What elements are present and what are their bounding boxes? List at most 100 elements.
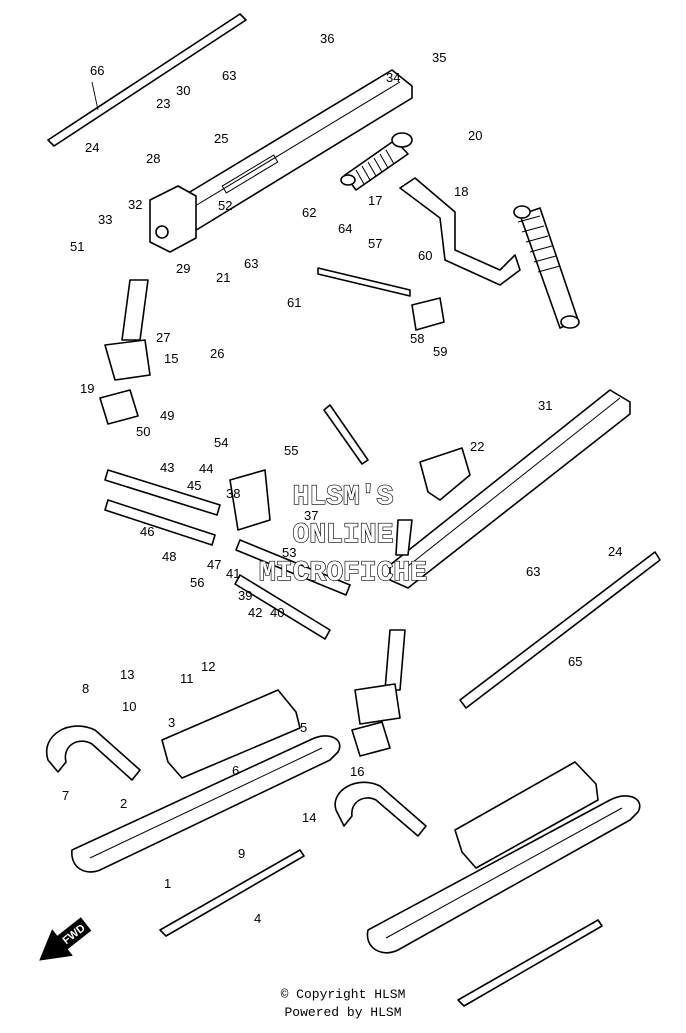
callout-41: 41 xyxy=(226,566,240,581)
saddle-right xyxy=(454,761,599,869)
callout-13: 13 xyxy=(120,667,134,682)
watermark-line-3: MICROFICHE xyxy=(259,558,427,589)
callout-48: 48 xyxy=(162,549,176,564)
shaft-37 xyxy=(235,539,351,596)
callout-16: 16 xyxy=(350,764,364,779)
callout-59: 59 xyxy=(433,344,447,359)
rod-57-lower xyxy=(323,404,369,465)
callout-30: 30 xyxy=(176,83,190,98)
callout-49: 49 xyxy=(160,408,174,423)
right-ski-group xyxy=(334,761,641,1007)
ski-handle-right xyxy=(334,781,427,837)
callout-9: 9 xyxy=(238,846,245,861)
callout-36: 36 xyxy=(320,31,334,46)
callout-10: 10 xyxy=(122,699,136,714)
callout-24: 24 xyxy=(85,140,99,155)
tube-43 xyxy=(104,469,221,516)
callout-26: 26 xyxy=(210,346,224,361)
callout-53: 53 xyxy=(282,545,296,560)
shaft-40 xyxy=(234,574,331,640)
callout-25: 25 xyxy=(214,131,228,146)
callout-6: 6 xyxy=(232,763,239,778)
callout-54: 54 xyxy=(214,435,228,450)
callout-50: 50 xyxy=(136,424,150,439)
bracket-19-lower xyxy=(351,721,391,757)
callout-42: 42 xyxy=(248,605,262,620)
callout-12: 12 xyxy=(201,659,215,674)
footer-copyright: © Copyright HLSM xyxy=(280,987,406,1002)
callout-32: 32 xyxy=(128,197,142,212)
rail-66 xyxy=(47,13,247,147)
rail-65 xyxy=(459,551,661,709)
bracket-22 xyxy=(419,447,471,501)
bracket-38 xyxy=(229,469,271,531)
callout-65: 65 xyxy=(568,654,582,669)
rod-57-upper xyxy=(317,267,411,297)
footer-powered: Powered by HLSM xyxy=(284,1005,402,1020)
callout-51: 51 xyxy=(70,239,84,254)
callout-63c: 63 xyxy=(526,564,540,579)
callout-7: 7 xyxy=(62,788,69,803)
callout-20: 20 xyxy=(468,128,482,143)
callout-60: 60 xyxy=(418,248,432,263)
bracket-18 xyxy=(399,177,521,286)
middle-linkage-group xyxy=(104,389,661,757)
runner-right xyxy=(457,919,603,1007)
callout-62: 62 xyxy=(302,205,316,220)
callout-33: 33 xyxy=(98,212,112,227)
plate-58 xyxy=(411,297,445,331)
saddle-left xyxy=(161,689,301,779)
callout-21: 21 xyxy=(216,270,230,285)
callout-66: 66 xyxy=(90,63,104,78)
tube-46 xyxy=(104,499,216,546)
upper-suspension-group xyxy=(47,13,580,425)
bracket-32 xyxy=(149,185,197,253)
callout-2: 2 xyxy=(120,796,127,811)
column-lower xyxy=(384,629,406,691)
callout-57: 57 xyxy=(368,236,382,251)
callout-15: 15 xyxy=(164,351,178,366)
callout-4: 4 xyxy=(254,911,261,926)
ski-handle-left xyxy=(45,725,141,781)
callout-58: 58 xyxy=(410,331,424,346)
callout-44: 44 xyxy=(199,461,213,476)
left-ski-group xyxy=(45,689,341,937)
shock-absorber-left xyxy=(340,132,413,191)
callout-5: 5 xyxy=(300,720,307,735)
bracket-19-upper xyxy=(99,389,139,425)
callout-40: 40 xyxy=(270,605,284,620)
ski-left xyxy=(71,735,341,873)
callout-14: 14 xyxy=(302,810,316,825)
callout-37: 37 xyxy=(304,508,318,523)
callout-43: 43 xyxy=(160,460,174,475)
runner-left xyxy=(159,849,305,937)
callout-24b: 24 xyxy=(608,544,622,559)
callout-17: 17 xyxy=(368,193,382,208)
callout-52: 52 xyxy=(218,198,232,213)
callout-63: 63 xyxy=(222,68,236,83)
callout-39: 39 xyxy=(238,588,252,603)
callout-11: 11 xyxy=(180,671,194,686)
callout-64: 64 xyxy=(338,221,352,236)
callout-61: 61 xyxy=(287,295,301,310)
shock-absorber-right xyxy=(513,205,580,329)
callout-46: 46 xyxy=(140,524,154,539)
callout-23: 23 xyxy=(156,96,170,111)
watermark-line-1: HLSM'S xyxy=(293,482,394,513)
callout-27: 27 xyxy=(156,330,170,345)
callout-1: 1 xyxy=(164,876,171,891)
callout-55: 55 xyxy=(284,443,298,458)
watermark-line-2: ONLINE xyxy=(293,520,394,551)
callout-19: 19 xyxy=(80,381,94,396)
callout-47: 47 xyxy=(207,557,221,572)
callout-31: 31 xyxy=(538,398,552,413)
callout-56: 56 xyxy=(190,575,204,590)
callout-63b: 63 xyxy=(244,256,258,271)
callout-3: 3 xyxy=(168,715,175,730)
callout-34: 34 xyxy=(386,70,400,85)
callout-35: 35 xyxy=(432,50,446,65)
callout-29: 29 xyxy=(176,261,190,276)
column-upper xyxy=(121,279,149,341)
